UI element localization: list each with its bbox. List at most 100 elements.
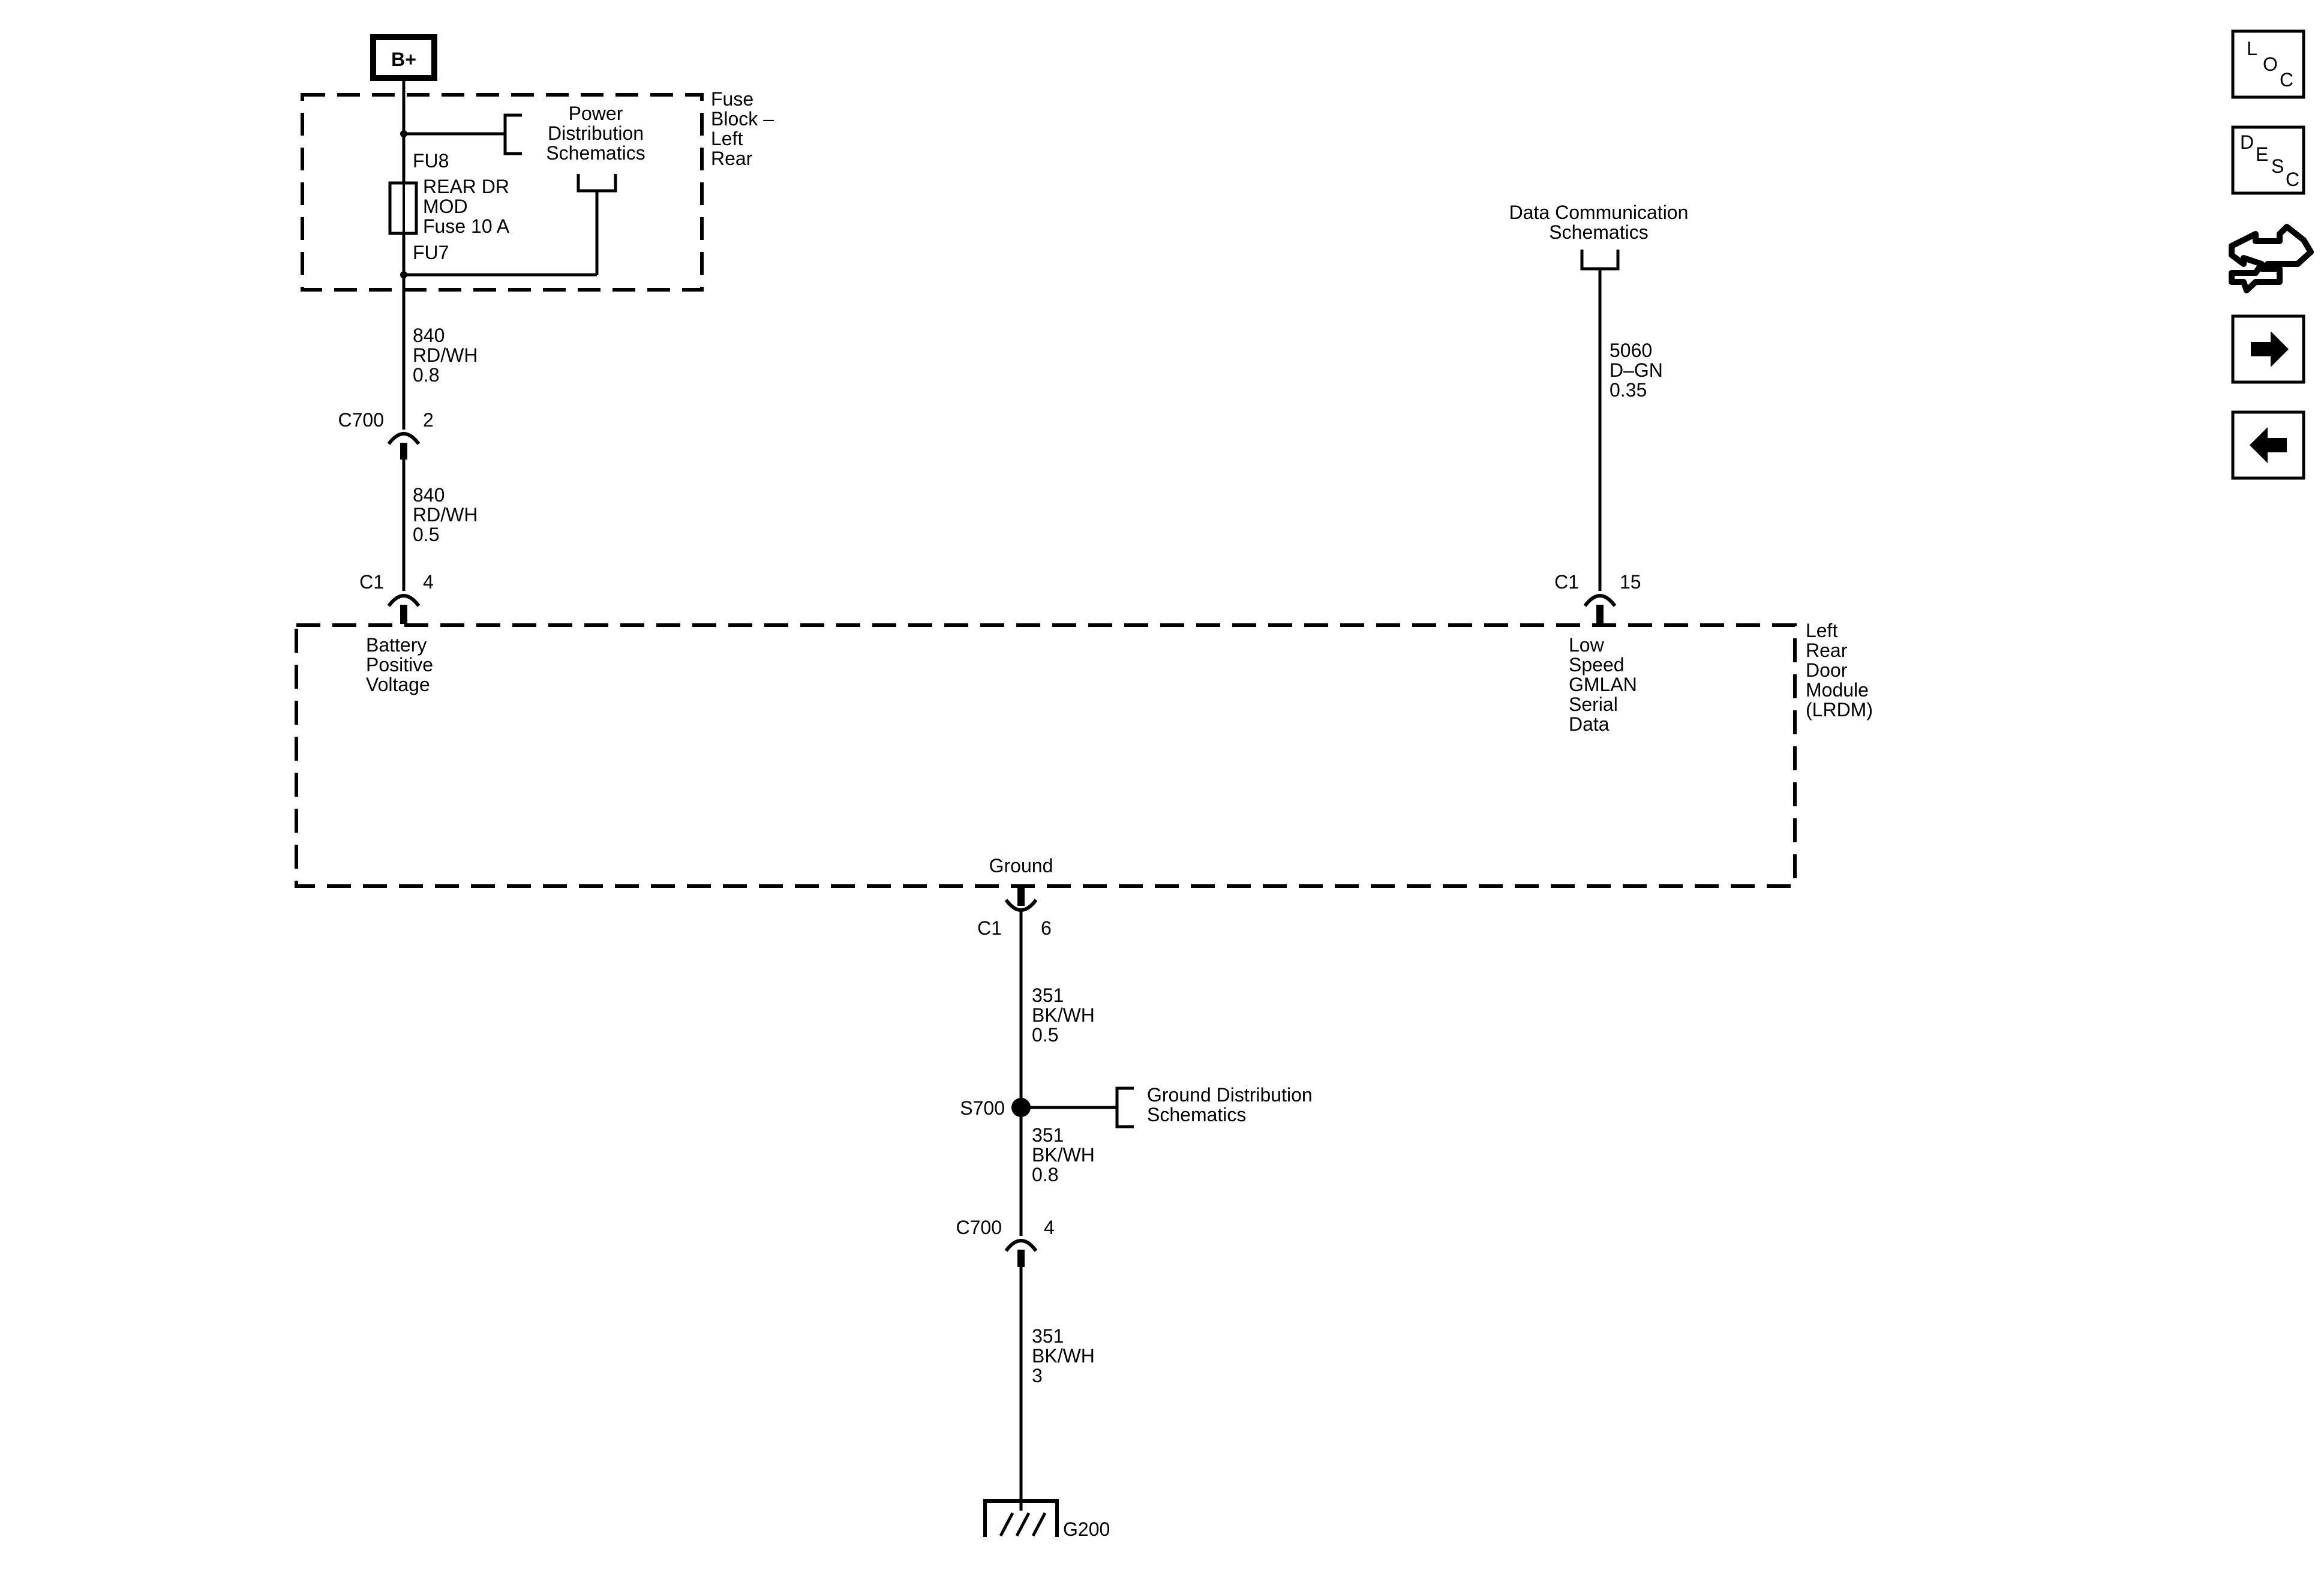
module-outline: [295, 623, 1797, 888]
svg-text:Power: Power: [569, 103, 623, 124]
svg-text:C: C: [2286, 169, 2299, 190]
wire-351-c-label: 351 BK/WH 3: [1032, 1325, 1095, 1386]
svg-text:Low: Low: [1569, 634, 1605, 656]
loc-button[interactable]: L O C: [2231, 29, 2305, 99]
svg-text:MOD: MOD: [423, 196, 468, 217]
wire-351-a-label: 351 BK/WH 0.5: [1032, 984, 1095, 1046]
ground-ref-text: Ground Distribution Schematics: [1147, 1084, 1313, 1125]
svg-text:D: D: [2240, 131, 2254, 153]
forward-arrow-icon[interactable]: [2231, 314, 2305, 384]
svg-text:0.35: 0.35: [1610, 379, 1647, 401]
svg-text:Positive: Positive: [366, 654, 433, 676]
svg-text:Block –: Block –: [711, 108, 774, 130]
fuse-lower-terminal: FU7: [413, 242, 449, 263]
svg-text:BK/WH: BK/WH: [1032, 1144, 1095, 1166]
svg-text:Schematics: Schematics: [1147, 1104, 1246, 1125]
fuse-junction-lower: [400, 271, 407, 278]
svg-text:Left: Left: [1806, 620, 1837, 641]
supply-label: B+: [391, 49, 416, 70]
fuse-label: REAR DR MOD Fuse 10 A: [423, 176, 510, 237]
power-return-bracket: [577, 174, 617, 193]
svg-text:Data Communication: Data Communication: [1509, 202, 1689, 223]
back-arrow-icon[interactable]: [2231, 410, 2305, 480]
ground-pin-label: Ground: [989, 855, 1053, 876]
svg-text:6: 6: [1041, 917, 1052, 939]
svg-text:0.8: 0.8: [1032, 1164, 1058, 1185]
svg-text:351: 351: [1032, 984, 1064, 1006]
svg-text:RD/WH: RD/WH: [413, 504, 478, 526]
svg-text:0.8: 0.8: [413, 364, 439, 386]
data-pin-label: Low Speed GMLAN Serial Data: [1569, 634, 1637, 735]
wire-351-b-label: 351 BK/WH 0.8: [1032, 1124, 1095, 1185]
svg-text:C1: C1: [359, 571, 384, 593]
svg-text:351: 351: [1032, 1124, 1064, 1146]
svg-text:Fuse: Fuse: [711, 88, 753, 110]
svg-text:Schematics: Schematics: [1549, 221, 1648, 243]
svg-text:Data: Data: [1569, 713, 1610, 735]
svg-text:GMLAN: GMLAN: [1569, 674, 1637, 695]
svg-text:Rear: Rear: [711, 148, 753, 169]
svg-text:15: 15: [1620, 571, 1641, 593]
svg-text:REAR DR: REAR DR: [423, 176, 509, 197]
svg-text:C700: C700: [956, 1217, 1002, 1238]
connector-c700-top: C700 2: [338, 409, 434, 460]
battery-pin-label: Battery Positive Voltage: [366, 634, 433, 695]
fuse-upper-terminal: FU8: [413, 150, 449, 172]
power-ref-text: Power Distribution Schematics: [546, 103, 645, 164]
svg-text:840: 840: [413, 484, 445, 506]
svg-text:Door: Door: [1806, 659, 1848, 681]
svg-text:0.5: 0.5: [413, 524, 439, 545]
module-name: Left Rear Door Module (LRDM): [1806, 620, 1873, 721]
data-ref-bracket: [1580, 250, 1620, 271]
svg-text:O: O: [2263, 53, 2278, 75]
svg-text:Rear: Rear: [1806, 640, 1848, 661]
svg-text:Battery: Battery: [366, 634, 427, 656]
svg-text:Module: Module: [1806, 679, 1869, 701]
power-ref-bracket: [503, 113, 522, 155]
components-icon[interactable]: [2229, 224, 2314, 293]
wire-840-upper-label: 840 RD/WH 0.8: [413, 325, 478, 386]
splice-label: S700: [960, 1097, 1005, 1119]
wire-5060-label: 5060 D–GN 0.35: [1610, 340, 1663, 401]
ground-g200-symbol: [983, 1499, 1059, 1537]
battery-supply-box: B+: [370, 34, 437, 81]
svg-text:351: 351: [1032, 1325, 1064, 1347]
svg-text:Schematics: Schematics: [546, 142, 645, 164]
svg-text:0.5: 0.5: [1032, 1024, 1058, 1046]
svg-text:Fuse 10 A: Fuse 10 A: [423, 215, 510, 237]
connector-c700-bottom: C700 4: [956, 1217, 1055, 1267]
ground-ref-bracket: [1115, 1086, 1134, 1128]
wire-840-lower-label: 840 RD/WH 0.5: [413, 484, 478, 545]
svg-text:C1: C1: [977, 917, 1002, 939]
fuse-block-name: Fuse Block – Left Rear: [711, 88, 774, 169]
svg-text:BK/WH: BK/WH: [1032, 1345, 1095, 1367]
svg-text:3: 3: [1032, 1365, 1043, 1386]
svg-text:RD/WH: RD/WH: [413, 344, 478, 366]
svg-text:C1: C1: [1554, 571, 1579, 593]
svg-text:(LRDM): (LRDM): [1806, 699, 1873, 721]
svg-text:Distribution: Distribution: [548, 122, 644, 144]
svg-text:D–GN: D–GN: [1610, 359, 1663, 381]
svg-text:C: C: [2280, 69, 2293, 91]
svg-text:L: L: [2247, 38, 2257, 59]
connector-c1-pin4: C1 4: [359, 571, 434, 624]
svg-text:S: S: [2271, 155, 2284, 177]
desc-button[interactable]: D E S C: [2231, 125, 2305, 195]
svg-text:Voltage: Voltage: [366, 674, 430, 695]
svg-text:Serial: Serial: [1569, 694, 1618, 715]
fuse-block-outline: [301, 93, 704, 292]
connector-c1-pin15: C1 15: [1554, 571, 1641, 624]
svg-text:4: 4: [1044, 1217, 1055, 1238]
connector-c1-pin6: C1 6: [977, 886, 1052, 939]
svg-text:840: 840: [413, 325, 445, 346]
data-ref-text: Data Communication Schematics: [1509, 202, 1689, 243]
svg-text:5060: 5060: [1610, 340, 1652, 361]
svg-text:Left: Left: [711, 128, 743, 149]
svg-text:4: 4: [423, 571, 434, 593]
svg-text:2: 2: [423, 409, 434, 431]
svg-text:C700: C700: [338, 409, 385, 431]
svg-text:Ground Distribution: Ground Distribution: [1147, 1084, 1313, 1106]
ground-label: G200: [1063, 1518, 1110, 1540]
